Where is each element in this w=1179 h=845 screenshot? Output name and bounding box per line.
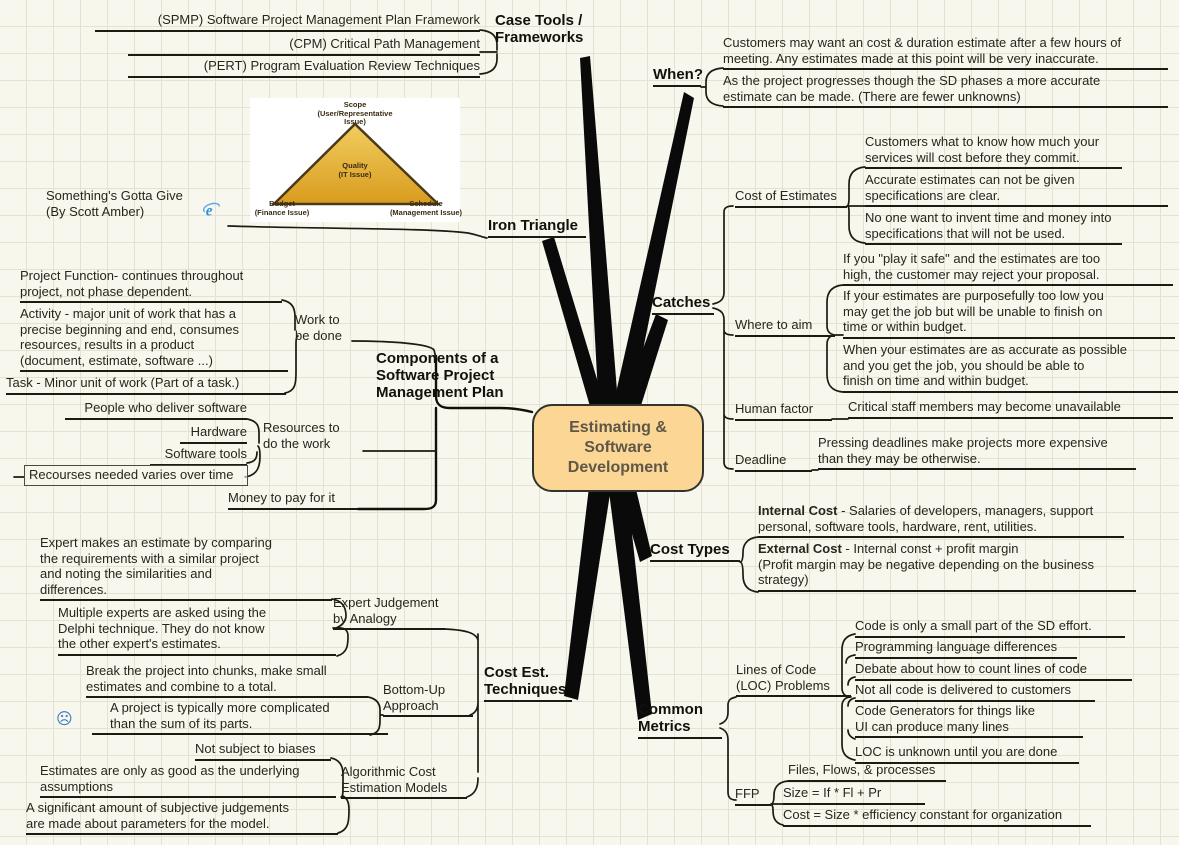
subbranch-where-to-aim[interactable]: Where to aim (735, 317, 835, 337)
wire-work-connector (351, 340, 437, 359)
wire-resources-bracket (13, 418, 261, 478)
wire-loc-bracket (841, 633, 856, 761)
node-algo-1[interactable]: Not subject to biases (195, 741, 331, 761)
branch-common-metrics[interactable]: Common Metrics (638, 701, 722, 739)
node-coe-3[interactable]: No one want to invent time and money int… (865, 210, 1122, 245)
node-resources-1[interactable]: People who deliver software (65, 400, 247, 420)
subbranch-algorithmic[interactable]: Algorithmic Cost Estimation Models (341, 764, 467, 799)
node-aim-1[interactable]: If you "play it safe" and the estimates … (843, 251, 1173, 286)
wire-where-to-aim (826, 284, 844, 393)
node-loc-4[interactable]: Not all code is delivered to customers (855, 682, 1095, 702)
triangle-graphic (270, 122, 442, 206)
node-somethings-gotta-give[interactable]: Something's Gotta Give (By Scott Amber) (46, 188, 183, 219)
external-cost-rest: - Internal const + profit margin (Profit… (758, 541, 1095, 587)
node-coe-1[interactable]: Customers what to know how much your ser… (865, 134, 1122, 169)
wire-case-tools (479, 29, 498, 75)
node-loc-2[interactable]: Programming language differences (855, 639, 1077, 659)
node-internal-cost[interactable]: Internal Cost - Salaries of developers, … (758, 503, 1124, 538)
external-cost-lead: External Cost (758, 541, 842, 556)
iron-triangle-figure: Scope (User/Representative Issue) Qualit… (250, 98, 462, 222)
node-aim-2[interactable]: If your estimates are purposefully too l… (843, 288, 1175, 339)
triangle-scope-label: Scope (User/Representative Issue) (317, 100, 393, 126)
subbranch-expert-judgement[interactable]: Expert Judgement by Analogy (333, 595, 445, 630)
branch-case-tools[interactable]: Case Tools / Frameworks (495, 12, 584, 46)
node-loc-3[interactable]: Debate about how to count lines of code (855, 661, 1132, 681)
node-loc-6[interactable]: LOC is unknown until you are done (855, 744, 1079, 764)
sad-face-icon: ☹ (56, 711, 73, 728)
triangle-budget-label: Budget (Finance Issue) (254, 199, 310, 217)
node-work-2[interactable]: Activity - major unit of work that has a… (20, 306, 288, 372)
central-topic[interactable]: Estimating & Software Development (532, 404, 704, 492)
wire-cost-of-estimates (846, 166, 866, 244)
subbranch-bottom-up[interactable]: Bottom-Up Approach (383, 682, 473, 717)
node-when-1[interactable]: Customers may want an cost & duration es… (723, 35, 1168, 70)
node-cpm[interactable]: (CPM) Critical Path Management (128, 36, 480, 56)
triangle-quality-label: Quality (IT Issue) (338, 161, 372, 179)
wire-ffp-bracket (770, 780, 789, 826)
subbranch-human-factor[interactable]: Human factor (735, 401, 832, 421)
beam-cost-est (564, 462, 614, 700)
beam-case-tools (580, 56, 620, 432)
node-expert-2[interactable]: Multiple experts are asked using the Del… (58, 605, 336, 656)
internal-cost-rest: - Salaries of developers, managers, supp… (758, 503, 1094, 534)
node-aim-3[interactable]: When your estimates are as accurate as p… (843, 342, 1178, 393)
node-expert-1[interactable]: Expert makes an estimate by comparing th… (40, 535, 332, 601)
node-work-3[interactable]: Task - Minor unit of work (Part of a tas… (6, 375, 286, 395)
node-loc-1[interactable]: Code is only a small part of the SD effo… (855, 618, 1125, 638)
node-when-2[interactable]: As the project progresses though the SD … (723, 73, 1168, 108)
wire-metrics-trunk (719, 696, 737, 801)
branch-cost-types[interactable]: Cost Types (650, 541, 740, 562)
node-loc-5[interactable]: Code Generators for things like UI can p… (855, 703, 1083, 738)
internet-explorer-icon[interactable]: e (202, 201, 221, 224)
subbranch-cost-of-estimates[interactable]: Cost of Estimates (735, 188, 847, 208)
subbranch-work-to-be-done[interactable]: Work to be done (295, 312, 342, 343)
subbranch-deadline[interactable]: Deadline (735, 452, 812, 472)
node-deadline-1[interactable]: Pressing deadlines make projects more ex… (818, 435, 1136, 470)
branch-iron-triangle[interactable]: Iron Triangle (488, 217, 586, 238)
wire-catches-trunk (712, 205, 734, 470)
node-human-1[interactable]: Critical staff members may become unavai… (848, 399, 1173, 419)
node-resources-2[interactable]: Hardware (180, 424, 247, 444)
node-bottomup-2[interactable]: A project is typically more complicated … (92, 700, 388, 735)
node-bottomup-1[interactable]: Break the project into chunks, make smal… (86, 663, 368, 698)
node-pert[interactable]: (PERT) Program Evaluation Review Techniq… (128, 58, 480, 78)
internal-cost-lead: Internal Cost (758, 503, 838, 518)
subbranch-money[interactable]: Money to pay for it (228, 490, 358, 510)
wire-techniques-trunk (444, 628, 479, 798)
beam-when (608, 92, 694, 434)
subbranch-resources[interactable]: Resources to do the work (263, 420, 340, 451)
wire-cost-types (739, 536, 759, 593)
wire-work-bracket (281, 299, 299, 394)
wire-bottomup-bracket (367, 696, 384, 736)
branch-components[interactable]: Components of a Software Project Managem… (376, 350, 504, 401)
node-algo-3[interactable]: A significant amount of subjective judge… (26, 800, 338, 835)
node-external-cost[interactable]: External Cost - Internal const + profit … (758, 541, 1136, 592)
wire-iron-triangle (227, 225, 488, 239)
node-coe-2[interactable]: Accurate estimates can not be given spec… (865, 172, 1168, 207)
beam-common-metrics (606, 462, 652, 720)
subbranch-ffp[interactable]: FFP (735, 786, 771, 806)
beam-iron-triangle (542, 237, 610, 434)
node-algo-2[interactable]: Estimates are only as good as the underl… (40, 763, 336, 798)
node-ffp-2[interactable]: Size = If * Fl + Pr (783, 785, 925, 805)
node-work-1[interactable]: Project Function- continues throughout p… (20, 268, 282, 303)
branch-cost-est-techniques[interactable]: Cost Est. Techniques (484, 664, 572, 702)
triangle-schedule-label: Schedule (Management Issue) (389, 199, 463, 217)
branch-when[interactable]: When? (653, 66, 703, 87)
node-resources-3[interactable]: Software tools (150, 446, 247, 466)
subbranch-loc-problems[interactable]: Lines of Code (LOC) Problems (736, 662, 851, 697)
node-ffp-3[interactable]: Cost = Size * efficiency constant for or… (783, 807, 1091, 827)
svg-text:e: e (206, 202, 213, 219)
wire-when (700, 67, 724, 107)
wire-components-trunk (356, 354, 534, 511)
branch-catches[interactable]: Catches (652, 294, 714, 315)
node-resources-4[interactable]: Recourses needed varies over time (24, 465, 248, 486)
node-spmp[interactable]: (SPMP) Software Project Management Plan … (95, 12, 480, 32)
node-ffp-1[interactable]: Files, Flows, & processes (788, 762, 946, 782)
